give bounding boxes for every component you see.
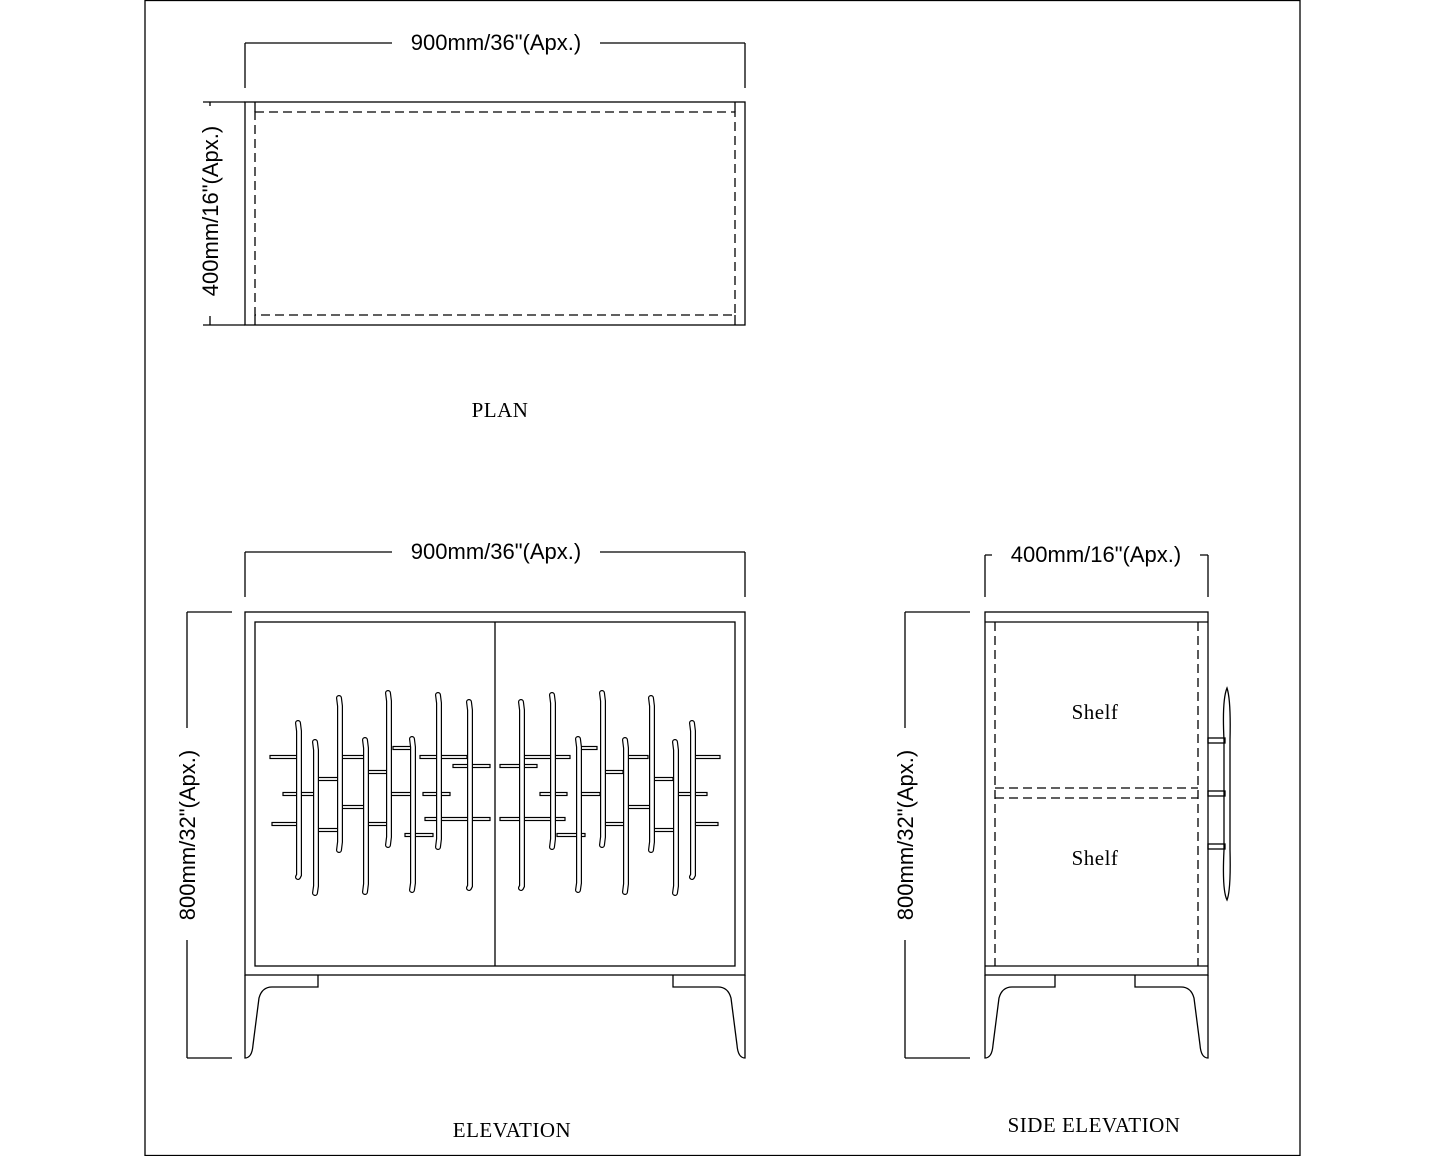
door-decor-pattern [269, 690, 721, 896]
decor-crossbar [522, 754, 571, 760]
decor-crossbar [419, 754, 468, 760]
side-body [984, 611, 1209, 976]
elevation-title: ELEVATION [453, 1118, 571, 1142]
decor-bar [386, 691, 391, 847]
decor-crossbar [691, 754, 721, 760]
decor-bar [690, 721, 695, 879]
decor-bar [576, 737, 581, 892]
decor-bar [649, 696, 654, 852]
decor-bar [313, 740, 318, 895]
decor-crossbar [271, 821, 299, 827]
elevation-height-label: 800mm/32"(Apx.) [175, 750, 200, 920]
decor-bar [410, 737, 415, 892]
plan-outline [244, 101, 746, 326]
elevation-width-label: 900mm/36"(Apx.) [411, 539, 581, 564]
decor-crossbar [366, 769, 389, 775]
side-depth-label: 400mm/16"(Apx.) [1011, 542, 1181, 567]
decor-bar [519, 700, 524, 890]
shelf-label-bottom: Shelf [1072, 846, 1119, 870]
side-elevation: Shelf Shelf 400mm/16"(Apx.) 800mm/32"(Ap… [891, 540, 1231, 1137]
decor-crossbar [341, 754, 366, 760]
side-elevation-title: SIDE ELEVATION [1008, 1113, 1181, 1137]
decor-bar [467, 700, 472, 890]
decor-crossbar [424, 816, 491, 822]
shelf-label-top: Shelf [1072, 700, 1119, 724]
plan-width-dimension: 900mm/36"(Apx.) [244, 28, 746, 88]
elevation-height-dimension: 800mm/32"(Apx.) [173, 611, 232, 1059]
side-depth-dimension: 400mm/16"(Apx.) [984, 540, 1209, 597]
plan-depth-label: 400mm/16"(Apx.) [198, 126, 223, 296]
front-legs [244, 975, 746, 1059]
decor-crossbar [499, 763, 538, 769]
decor-bar [337, 696, 342, 852]
plan-inner-dashed [254, 111, 736, 316]
decor-bar [436, 693, 441, 849]
decor-bar [363, 738, 368, 894]
plan-depth-dimension: 400mm/16"(Apx.) [196, 101, 245, 326]
decor-bar [296, 721, 301, 879]
side-height-dimension: 800mm/32"(Apx.) [891, 611, 970, 1059]
decor-bar [623, 738, 628, 894]
elevation-width-dimension: 900mm/36"(Apx.) [244, 537, 746, 597]
side-legs [984, 975, 1209, 1059]
decor-crossbar [392, 745, 413, 751]
cabinet-body [244, 611, 746, 976]
decor-crossbar [389, 791, 413, 797]
plan-width-label: 900mm/36"(Apx.) [411, 30, 581, 55]
decor-crossbar [404, 832, 434, 838]
decor-crossbar [556, 832, 586, 838]
decor-bar [673, 740, 678, 895]
decor-bar [600, 691, 605, 847]
front-elevation: 900mm/36"(Apx.) 800mm/32"(Apx.) ELEVATIO… [173, 537, 746, 1142]
side-height-label: 800mm/32"(Apx.) [893, 750, 918, 920]
plan-view: 900mm/36"(Apx.) 400mm/16"(Apx.) PLAN [196, 28, 746, 422]
plan-title: PLAN [472, 398, 529, 422]
decor-crossbar [499, 816, 566, 822]
decor-crossbar [269, 754, 299, 760]
decor-crossbar [316, 776, 340, 782]
decor-bar [550, 693, 555, 849]
door-handle [1207, 686, 1231, 902]
